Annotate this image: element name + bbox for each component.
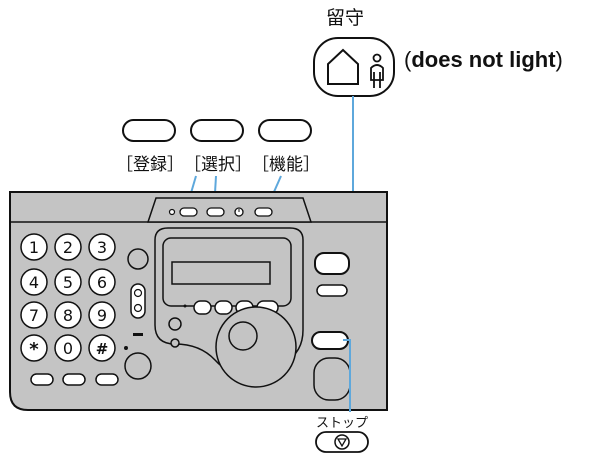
start-button[interactable]	[313, 357, 351, 401]
svg-text:3: 3	[97, 238, 107, 257]
select-button-top[interactable]	[190, 119, 244, 142]
svg-text:9: 9	[97, 306, 107, 325]
key-9[interactable]: 9	[88, 301, 116, 329]
volume-rocker[interactable]	[130, 283, 146, 319]
right-small-button[interactable]	[316, 284, 348, 297]
stop-label: ストップ	[316, 416, 368, 431]
stop-leader-line	[343, 339, 351, 412]
register-label: ［登録］	[116, 155, 184, 175]
lcd-display	[171, 261, 271, 285]
svg-text:5: 5	[63, 273, 73, 292]
svg-text:7: 7	[29, 306, 39, 325]
function-button-top[interactable]	[258, 119, 312, 142]
key-1[interactable]: 1	[20, 233, 48, 261]
select-label: ［選択］	[184, 155, 252, 175]
svg-text:8: 8	[63, 306, 73, 325]
key-8[interactable]: 8	[54, 301, 82, 329]
svg-text:4: 4	[29, 273, 39, 292]
jog-dial[interactable]	[215, 306, 297, 388]
svg-text:#: #	[96, 340, 109, 358]
side-button-top[interactable]	[127, 248, 149, 270]
svg-text:1: 1	[29, 238, 39, 257]
speed-dial-button-1[interactable]	[30, 373, 54, 386]
key-star[interactable]: *	[20, 334, 48, 362]
side-button-bottom[interactable]	[124, 352, 152, 380]
svg-text:0: 0	[63, 339, 73, 358]
key-4[interactable]: 4	[20, 268, 48, 296]
register-panel-button[interactable]	[179, 207, 198, 217]
rusu-button[interactable]	[313, 37, 395, 97]
rusu-panel-button[interactable]	[314, 252, 350, 275]
key-3[interactable]: 3	[88, 233, 116, 261]
speed-dial-button-2[interactable]	[62, 373, 86, 386]
function-panel-button[interactable]	[254, 207, 273, 217]
svg-text:2: 2	[63, 238, 73, 257]
speed-dial-button-3[interactable]	[95, 373, 119, 386]
select-panel-button[interactable]	[206, 207, 225, 217]
key-7[interactable]: 7	[20, 301, 48, 329]
key-5[interactable]: 5	[54, 268, 82, 296]
does-not-light-note: (does not light)	[404, 47, 563, 72]
person-icon	[370, 53, 384, 88]
keypad: 1 2 3 4 5 6 7 8	[20, 233, 119, 386]
rusu-label: 留守	[326, 7, 364, 29]
svg-text:*: *	[29, 339, 39, 360]
stop-panel-button[interactable]	[311, 331, 349, 350]
register-button-top[interactable]	[122, 119, 176, 142]
function-label: ［機能］	[252, 155, 320, 175]
key-6[interactable]: 6	[88, 268, 116, 296]
key-hash[interactable]: #	[88, 334, 116, 362]
house-icon	[327, 48, 359, 85]
stop-icon	[336, 438, 348, 448]
stop-button[interactable]	[315, 431, 369, 453]
key-0[interactable]: 0	[54, 334, 82, 362]
key-2[interactable]: 2	[54, 233, 82, 261]
svg-text:6: 6	[97, 273, 107, 292]
